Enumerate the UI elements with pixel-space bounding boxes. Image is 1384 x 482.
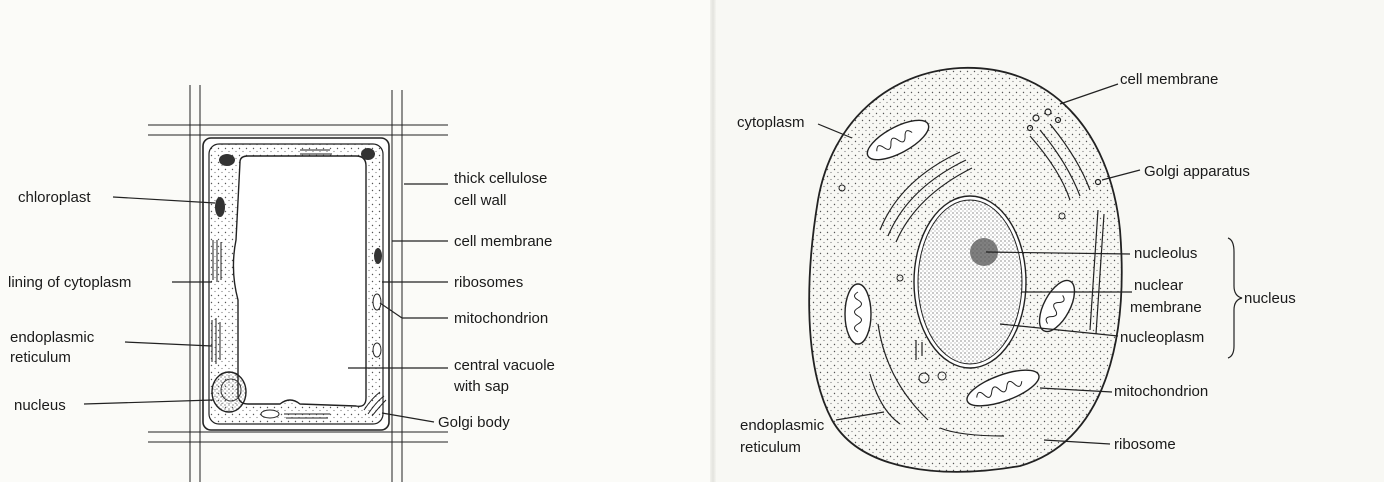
plant-cell-drawing xyxy=(84,85,448,482)
nucleus-brace xyxy=(1228,238,1242,358)
label-lining-of-cytoplasm: lining of cytoplasm xyxy=(8,274,131,291)
label-nucleus-group: nucleus xyxy=(1244,290,1296,307)
label-central-vacuole-2: with sap xyxy=(453,378,509,395)
label-endoplasmic-reticulum-1: endoplasmic xyxy=(10,329,95,346)
plant-mitochondrion xyxy=(373,343,381,357)
label-endoplasmic-reticulum-2: reticulum xyxy=(10,349,71,366)
plant-nucleus xyxy=(212,372,246,412)
plant-mitochondrion xyxy=(373,294,381,310)
label-golgi-apparatus: Golgi apparatus xyxy=(1144,163,1250,180)
chloroplast xyxy=(374,248,382,264)
plant-mitochondrion xyxy=(261,410,279,418)
chloroplast xyxy=(215,197,225,217)
label-ribosome: ribosome xyxy=(1114,436,1176,453)
label-nuclear-membrane-2: membrane xyxy=(1130,299,1202,316)
label-chloroplast: chloroplast xyxy=(18,189,91,206)
label-cell-membrane: cell membrane xyxy=(454,233,552,250)
label-golgi-body: Golgi body xyxy=(438,414,510,431)
chloroplast xyxy=(219,154,235,166)
label-central-vacuole-1: central vacuole xyxy=(454,357,555,374)
label-nucleolus: nucleolus xyxy=(1134,245,1197,262)
label-nuclear-membrane-1: nuclear xyxy=(1134,277,1183,294)
label-cell-wall-2: cell wall xyxy=(454,192,507,209)
animal-nucleus xyxy=(914,196,1026,368)
label-cell-wall-1: thick cellulose xyxy=(454,170,547,187)
label-mitochondrion: mitochondrion xyxy=(454,310,548,327)
label-nucleus: nucleus xyxy=(14,397,66,414)
label-nucleoplasm: nucleoplasm xyxy=(1120,329,1204,346)
central-vacuole xyxy=(233,156,366,406)
animal-cell-drawing xyxy=(809,68,1242,472)
chloroplast xyxy=(361,148,375,160)
label-animal-cell-membrane: cell membrane xyxy=(1120,71,1218,88)
label-animal-er-1: endoplasmic xyxy=(740,417,825,434)
label-ribosomes: ribosomes xyxy=(454,274,523,291)
label-animal-mitochondrion: mitochondrion xyxy=(1114,383,1208,400)
label-animal-er-2: reticulum xyxy=(740,439,801,456)
label-cytoplasm: cytoplasm xyxy=(737,114,805,131)
